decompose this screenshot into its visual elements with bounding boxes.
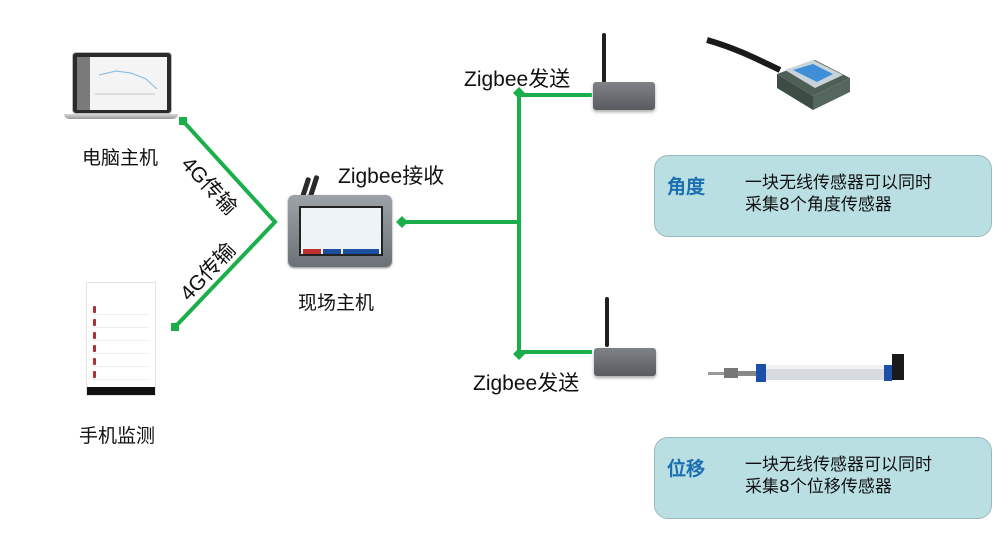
angle-sensor-image: [706, 37, 850, 110]
pc-link-endpoint: [179, 117, 187, 125]
angle-info-description: 一块无线传感器可以同时 采集8个角度传感器: [745, 172, 932, 216]
displacement-info-description: 一块无线传感器可以同时 采集8个位移传感器: [745, 454, 932, 498]
displacement-desc-line: 一块无线传感器可以同时: [745, 455, 932, 475]
host-arrow-head: [396, 216, 408, 228]
angle-desc-line: 一块无线传感器可以同时: [745, 173, 932, 193]
pc-label: 电脑主机: [82, 147, 159, 169]
tx-bottom-caption: Zigbee发送: [473, 372, 580, 395]
displacement-info-box: 位移 一块无线传感器可以同时 采集8个位移传感器: [654, 437, 992, 519]
host-label: 现场主机: [298, 292, 375, 314]
tx-top-caption: Zigbee发送: [464, 68, 571, 91]
displacement-info-title: 位移: [667, 458, 706, 480]
angle-info-box: 角度 一块无线传感器可以同时 采集8个角度传感器: [654, 155, 992, 237]
angle-info-title: 角度: [667, 176, 706, 198]
field-host-device: [288, 195, 392, 267]
phone-link-endpoint: [171, 323, 179, 331]
phone-image: [86, 282, 156, 396]
pc-link-line: [173, 119, 278, 329]
tx-bottom-antenna: [605, 297, 609, 347]
bus-bottom-joint: [513, 348, 525, 360]
tx-top-antenna: [602, 33, 606, 83]
host-caption: Zigbee接收: [338, 165, 445, 188]
zigbee-transmitter-bottom: [594, 348, 656, 376]
laptop-image: [72, 52, 172, 114]
angle-desc-line: 采集8个角度传感器: [745, 195, 892, 215]
zigbee-transmitter-top: [593, 82, 655, 110]
displacement-desc-line: 采集8个位移传感器: [745, 477, 892, 497]
bus-top-joint: [513, 87, 525, 99]
displacement-sensor-image: [708, 354, 904, 382]
phone-label: 手机监测: [79, 425, 156, 447]
laptop-base: [64, 114, 178, 119]
